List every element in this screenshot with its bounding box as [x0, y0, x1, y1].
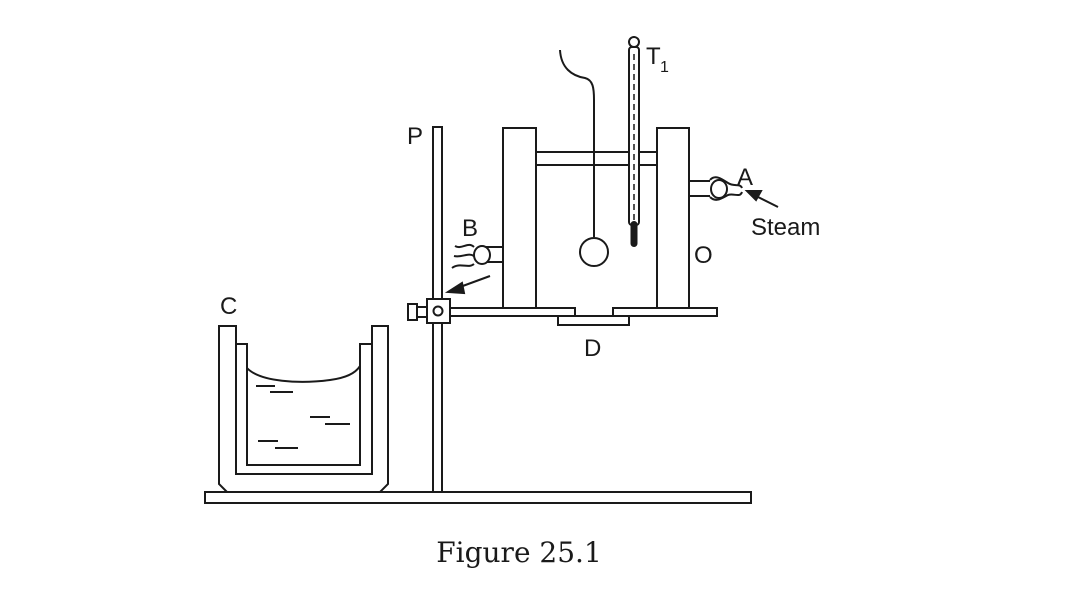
- label-p: P: [407, 123, 423, 150]
- clamp-arm: [449, 307, 576, 317]
- clamp-boss: [407, 298, 451, 324]
- label-t: T: [646, 43, 661, 70]
- water-marks: [256, 385, 350, 449]
- outlet-arrow: [444, 275, 491, 295]
- label-o: O: [694, 242, 713, 269]
- label-steam: Steam: [751, 214, 820, 241]
- pendulum-thread: [559, 49, 595, 237]
- label-c: C: [220, 293, 237, 320]
- platform-right: [612, 307, 718, 317]
- water-surface: [246, 365, 361, 383]
- chamber-lid: [536, 151, 657, 166]
- steam-inlet-a: [689, 176, 743, 201]
- steam-outlet-b: [451, 243, 503, 269]
- steam-arrow: [744, 190, 779, 208]
- label-t-subscript: 1: [660, 59, 669, 76]
- chamber-wall-right: [656, 127, 690, 309]
- chamber-wall-left: [502, 127, 537, 309]
- label-a: A: [737, 164, 753, 191]
- figure-caption: Figure 25.1: [436, 536, 602, 569]
- thermometer-t1: [628, 36, 640, 247]
- beaker-c: [218, 325, 389, 493]
- label-d: D: [584, 335, 601, 362]
- base-board: [204, 491, 752, 504]
- pendulum-bob: [579, 237, 609, 267]
- label-b: B: [462, 215, 478, 242]
- specimen-plate-d: [557, 315, 630, 326]
